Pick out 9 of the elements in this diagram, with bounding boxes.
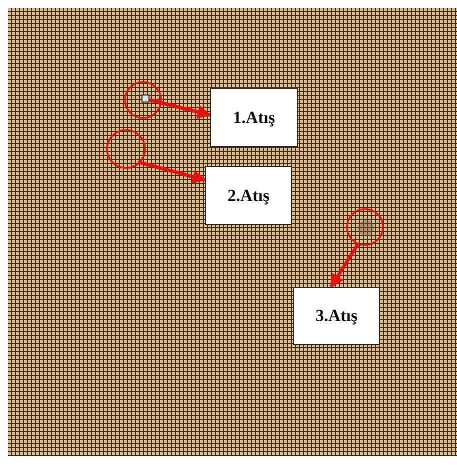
arrow	[330, 243, 360, 288]
label-box	[293, 287, 380, 345]
label-box	[205, 166, 292, 225]
shot-label: 1.Atış	[232, 108, 276, 128]
arrow	[138, 160, 206, 184]
arrow	[150, 98, 212, 119]
shot-label: 3.Atış	[315, 306, 358, 326]
shot-label: 2.Atış	[227, 186, 270, 206]
label-box	[210, 88, 298, 147]
